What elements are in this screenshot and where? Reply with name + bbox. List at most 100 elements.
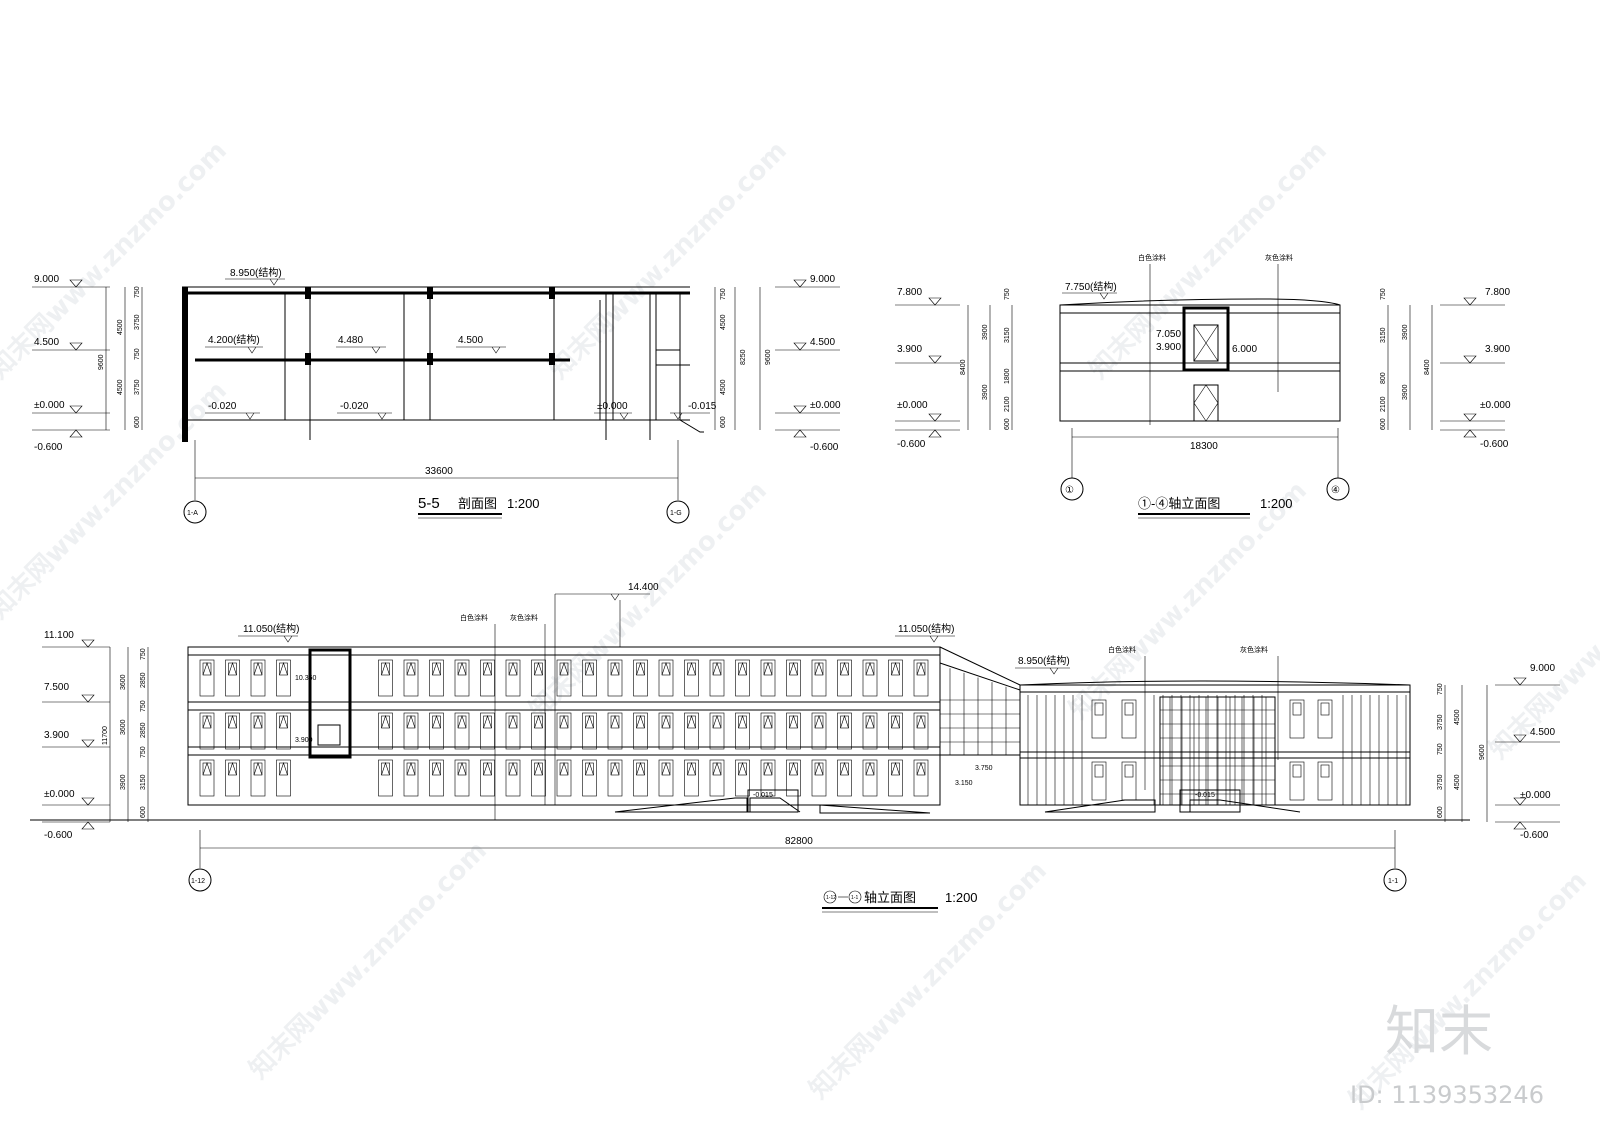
window bbox=[607, 659, 623, 697]
window bbox=[786, 659, 801, 697]
dimension-chain-left: 11700 3600 3600 3900 750 2850 750 2850 7… bbox=[102, 647, 149, 822]
watermark-text: 知末网www.znzmo.com bbox=[244, 836, 493, 1085]
level-label: ±0.000 bbox=[810, 400, 841, 411]
axis-label: ④ bbox=[1331, 485, 1340, 496]
dim-label: 3900 bbox=[1402, 384, 1409, 400]
axis-label: 1-12 bbox=[191, 878, 205, 885]
dim-label: 600 bbox=[1437, 806, 1444, 818]
window bbox=[531, 759, 546, 797]
window bbox=[454, 759, 470, 797]
section-title: ①-④轴立面图 1:200 bbox=[1138, 496, 1293, 519]
window bbox=[709, 659, 725, 697]
level-label: 9.000 bbox=[810, 274, 835, 285]
window bbox=[1121, 699, 1137, 739]
dim-label: 8400 bbox=[960, 359, 967, 375]
dim-label: 3750 bbox=[134, 379, 141, 395]
elevation-1-4: 7.800 3.900 ±0.000 -0.600 8400 3900 3900… bbox=[895, 253, 1511, 519]
dim-label: 600 bbox=[1004, 418, 1011, 430]
window bbox=[735, 759, 750, 797]
top-annotations: 14.400 白色涂料 灰色涂料 11.050(结构) 11.050(结构) 8… bbox=[238, 582, 1279, 820]
dim-label: 11700 bbox=[102, 726, 109, 745]
total-dimension: 18300 ① ④ bbox=[1060, 428, 1350, 501]
level-label: ±0.000 bbox=[1480, 400, 1511, 411]
window bbox=[480, 712, 495, 750]
dim-label: 750 bbox=[140, 700, 147, 712]
window bbox=[1091, 761, 1107, 801]
window bbox=[633, 759, 648, 797]
title-scale: 1:200 bbox=[507, 496, 540, 511]
dim-label: 4500 bbox=[1454, 709, 1461, 725]
dim-label: 2850 bbox=[140, 722, 147, 738]
window bbox=[760, 659, 776, 697]
window bbox=[531, 659, 546, 697]
level-markers-left: 9.000 4.500 ±0.000 -0.600 bbox=[32, 274, 110, 453]
level-label: 9.000 bbox=[1530, 663, 1555, 674]
dim-label: 3900 bbox=[982, 384, 989, 400]
dim-label: 8400 bbox=[1424, 359, 1431, 375]
window bbox=[480, 759, 495, 797]
window bbox=[429, 759, 444, 797]
dim-label: 3750 bbox=[134, 314, 141, 330]
floor-level: 4.200(结构) bbox=[208, 333, 260, 346]
floor-level: 4.500 bbox=[458, 335, 483, 346]
dim-label: 4500 bbox=[1454, 774, 1461, 790]
ground-level: -0.020 bbox=[340, 401, 369, 412]
window bbox=[429, 712, 444, 750]
window bbox=[531, 712, 546, 750]
title-text: 剖面图 bbox=[458, 496, 497, 511]
dim-label: 82800 bbox=[785, 836, 813, 847]
window bbox=[684, 712, 699, 750]
window bbox=[378, 659, 393, 697]
dim-label: 3150 bbox=[1004, 327, 1011, 343]
dim-label: 8250 bbox=[740, 349, 747, 365]
window bbox=[760, 759, 776, 797]
level-label: -0.600 bbox=[34, 442, 63, 453]
window bbox=[735, 659, 750, 697]
roof-level: 8.950(结构) bbox=[1018, 654, 1070, 667]
watermark-text: 知末网www.znzmo.com bbox=[1084, 136, 1333, 385]
window bbox=[199, 712, 215, 750]
inner-level: 3.750 bbox=[975, 765, 993, 772]
window bbox=[888, 712, 903, 750]
total-dimension: 33600 1-A 1-G bbox=[183, 440, 690, 524]
dim-label: 750 bbox=[140, 648, 147, 660]
dim-label: 3150 bbox=[1380, 327, 1387, 343]
window bbox=[633, 712, 648, 750]
window bbox=[276, 712, 291, 750]
window bbox=[225, 712, 240, 750]
window bbox=[505, 712, 521, 750]
roof-level: 11.050(结构) bbox=[898, 622, 955, 635]
window bbox=[913, 712, 929, 750]
inner-level: 6.000 bbox=[1232, 344, 1257, 355]
window bbox=[199, 759, 215, 797]
level-label: 3.900 bbox=[1485, 344, 1510, 355]
section-5-5: 9.000 4.500 ±0.000 -0.600 9600 4500 4500… bbox=[32, 266, 841, 524]
section-building: 8.950(结构) 4.200(结构) 4.480 4.500 -0.020 -… bbox=[182, 266, 717, 442]
ground-level: -0.020 bbox=[208, 401, 237, 412]
window bbox=[862, 712, 878, 750]
dim-label: 3150 bbox=[140, 774, 147, 790]
connector-glass bbox=[940, 668, 1020, 755]
dim-label: 4500 bbox=[720, 314, 727, 330]
axis-label: 1-G bbox=[670, 510, 682, 517]
dim-label: 750 bbox=[134, 348, 141, 360]
title-pre: 1-12 bbox=[826, 895, 836, 901]
window bbox=[709, 759, 725, 797]
window bbox=[837, 759, 852, 797]
level-label: 9.000 bbox=[34, 274, 59, 285]
window bbox=[811, 659, 827, 697]
level-label: ±0.000 bbox=[1520, 790, 1551, 801]
window bbox=[250, 759, 266, 797]
window bbox=[582, 659, 597, 697]
inner-level: 3.150 bbox=[955, 780, 973, 787]
dimension-chain-right: 750 3150 800 2100 600 3900 3900 8400 7.8… bbox=[1380, 287, 1511, 450]
window bbox=[403, 712, 419, 750]
title-mid: 1-1 bbox=[851, 895, 858, 901]
level-label: 4.500 bbox=[1530, 727, 1555, 738]
axis-label: ① bbox=[1065, 485, 1074, 496]
dim-label: 750 bbox=[1437, 743, 1444, 755]
dim-label: 3900 bbox=[1402, 324, 1409, 340]
title-scale: 1:200 bbox=[945, 890, 978, 905]
level-label: 11.100 bbox=[44, 630, 74, 641]
